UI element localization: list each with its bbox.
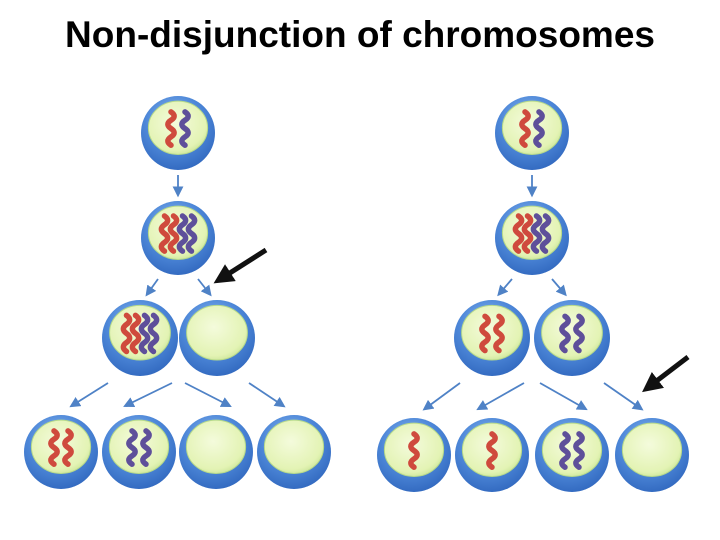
replicated-cell <box>141 201 215 275</box>
cell-nucleus <box>108 419 170 474</box>
nondisjunction-pointer-arrow <box>642 355 690 393</box>
chromosome-purple <box>573 313 585 354</box>
chromosome-red <box>129 312 142 355</box>
cell-nucleus <box>185 419 247 474</box>
chromosome-purple <box>140 428 152 467</box>
nondisjunction-pointer-arrow <box>213 247 268 284</box>
chromosome-purple <box>559 313 571 354</box>
chromosome-red <box>165 109 177 148</box>
cell-nucleus <box>541 422 603 477</box>
gamete-cell <box>615 418 689 492</box>
division-arrow <box>123 382 173 408</box>
gamete-cell <box>179 415 253 489</box>
division-arrow <box>551 278 567 297</box>
chromosome-red <box>493 313 505 354</box>
replicated-cell <box>495 201 569 275</box>
cell-nucleus <box>461 304 523 361</box>
meiosis-one-cell <box>534 300 610 376</box>
chromosome-purple <box>138 312 151 355</box>
chromosome-purple <box>179 109 191 148</box>
cell-nucleus <box>263 419 325 474</box>
meiosis-one-cell <box>102 300 178 376</box>
chromosome-purple <box>185 213 198 254</box>
division-arrow <box>497 278 513 297</box>
gamete-cell <box>535 418 609 492</box>
gamete-cell <box>455 418 529 492</box>
cell-nucleus <box>186 304 248 361</box>
division-arrow <box>539 382 588 411</box>
meiosis-one-cell <box>454 300 530 376</box>
chromosome-red <box>48 428 60 467</box>
slide-title: Non-disjunction of chromosomes <box>65 14 655 55</box>
division-arrow <box>422 382 461 411</box>
chromosome-purple <box>530 213 543 254</box>
gamete-cell <box>257 415 331 489</box>
chromosome-red <box>62 428 74 467</box>
cell-nucleus <box>501 100 563 155</box>
chromosome-purple <box>539 213 552 254</box>
parent-cell <box>141 96 215 170</box>
gamete-cell <box>24 415 98 489</box>
division-arrow <box>476 382 525 411</box>
division-arrow <box>69 382 109 408</box>
chromosome-red <box>408 431 420 470</box>
division-arrow <box>184 382 232 407</box>
gamete-cell <box>102 415 176 489</box>
chromosome-purple <box>559 431 571 470</box>
chromosome-red <box>479 313 491 354</box>
cell-nucleus <box>30 419 92 474</box>
chromosome-red <box>158 213 171 254</box>
chromosome-red <box>512 213 525 254</box>
division-arrow <box>248 382 286 408</box>
chromosome-purple <box>147 312 160 355</box>
chromosome-red <box>486 431 498 470</box>
chromosome-red <box>519 109 531 148</box>
chromosome-purple <box>533 109 545 148</box>
chromosome-purple <box>573 431 585 470</box>
cell-nucleus <box>541 304 603 361</box>
gamete-cell <box>377 418 451 492</box>
cell-nucleus <box>147 100 209 155</box>
division-arrow <box>145 278 159 297</box>
chromosome-purple <box>126 428 138 467</box>
meiosis-one-cell <box>179 300 255 376</box>
parent-cell <box>495 96 569 170</box>
chromosome-red <box>120 312 133 355</box>
division-arrow <box>603 382 644 411</box>
cell-nucleus <box>621 422 683 477</box>
chromosome-purple <box>176 213 189 254</box>
division-arrow <box>197 278 212 297</box>
chromosome-red <box>167 213 180 254</box>
chromosome-red <box>521 213 534 254</box>
